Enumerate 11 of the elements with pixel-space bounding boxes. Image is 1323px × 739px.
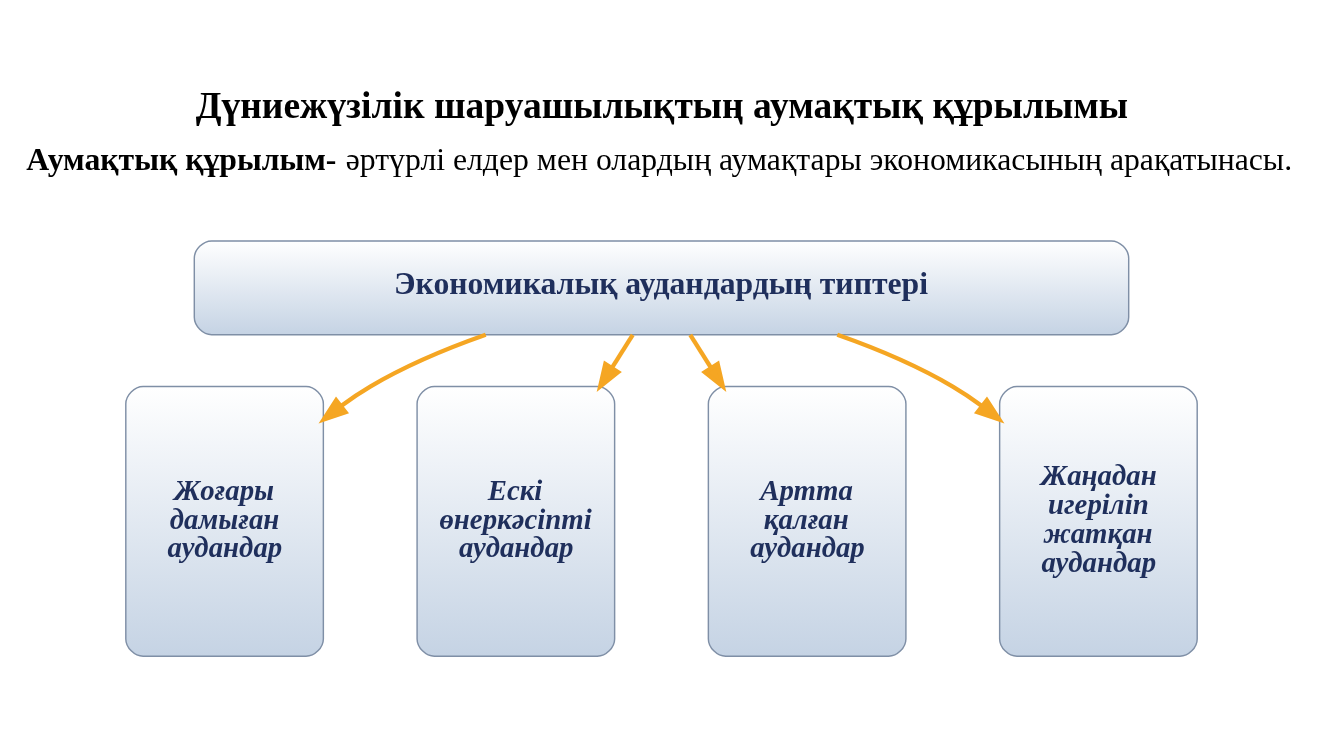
arrow [688, 333, 727, 392]
label: Аумақтық құрылым- әртүрлі елдер мен олардың аумақтары экономикасының арақатынасы. [26, 141, 1293, 177]
node-box: Жоғары дамыған аудандар [125, 385, 325, 657]
node-box: Жаңадан игеріліп жатқан аудандар [998, 385, 1198, 657]
node-box: Ескі өнеркәсіпті аудандар [416, 385, 616, 657]
node-box: Экономикалық аудандардың типтері [193, 239, 1130, 335]
arrow [318, 332, 487, 423]
arrow [596, 333, 635, 392]
arrow [836, 332, 1005, 423]
diagram-title: Дүниежүзілік шаруашылықтың аумақтық құрылымы [195, 84, 1129, 126]
node-box: Артта қалған аудандар [707, 385, 907, 657]
